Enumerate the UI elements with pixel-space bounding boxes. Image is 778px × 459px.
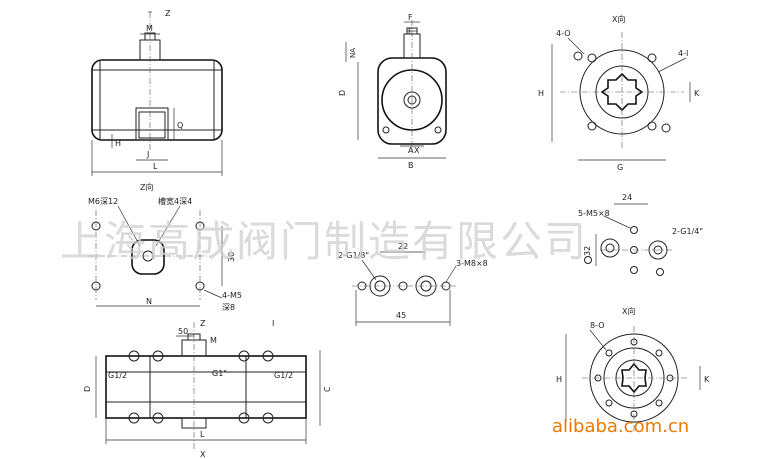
side-x-label: X [414,146,420,155]
bottom-x-view-h: H [556,375,562,384]
z-view-n: N [146,297,152,306]
bottom-d: D [83,386,92,392]
x-view-h-label: H [538,89,544,98]
bottom-g1: G1" [212,369,227,378]
z-view-m5: 4-M5 [222,291,242,300]
bottom-right-x-view [565,326,701,432]
port-22: 22 [398,242,408,251]
bottom-l: L [200,430,205,439]
port-plate [352,251,457,326]
port-45: 45 [396,311,406,320]
right-port-layout [584,203,672,276]
right-24: 24 [622,193,632,202]
bottom-g12-left: G1/2 [108,371,127,380]
top-left-q-label: Q [177,121,183,130]
z-view-30: 30 [227,252,236,262]
bottom-i: I [272,319,274,328]
bottom-x-view-title: X向 [622,306,635,316]
bottom-x-view-k: K [704,375,710,384]
bottom-50: 50 [178,327,188,336]
top-left-l-label: L [153,162,158,171]
top-left-j-label: J [146,150,149,159]
top-middle-side-view [345,20,447,159]
x-view-k-label: K [694,89,700,98]
z-view-title: Z向 [140,182,153,192]
side-a-label: A [408,146,414,155]
top-left-h-label: H [115,139,121,148]
port-g18: 2-G1/8" [338,251,369,260]
bottom-x: X [200,450,206,459]
side-f-label: F [408,13,413,22]
bottom-m: M [210,336,217,345]
x-view-g-label: G [617,163,623,172]
top-left-z-label: Z [165,9,171,18]
side-e-label: E [408,27,413,36]
bottom-x-view-holes: 8-O [590,321,605,330]
z-view-m6: M6深12 [88,197,118,206]
bottom-c: C [323,386,332,392]
right-g14: 2-G1/4" [672,227,703,236]
x-view-holes2: 4-I [678,49,688,58]
company-watermark: 上海高成阀门制造有限公司 [60,217,588,266]
top-left-front-view [91,11,223,176]
bottom-g12-right: G1/2 [274,371,293,380]
x-view-title: X向 [612,14,625,24]
bottom-assembly-view [95,322,321,450]
top-right-x-view [551,32,691,161]
z-view-slot: 槽宽4深4 [158,196,192,206]
right-32: 32 [583,246,592,256]
port-m8: 3-M8×8 [456,259,488,268]
side-b-label: B [408,161,414,170]
z-view [88,205,223,307]
brand-watermark: alibaba.com.cn [552,416,689,437]
bottom-z: Z [200,319,206,328]
right-m5: 5-M5×8 [578,209,610,218]
top-left-m-label: M [146,24,153,33]
z-view-m5depth: 深8 [222,303,235,312]
side-na-label: NA [349,48,357,58]
x-view-holes1: 4-O [556,29,571,38]
side-d-label: D [338,90,347,96]
